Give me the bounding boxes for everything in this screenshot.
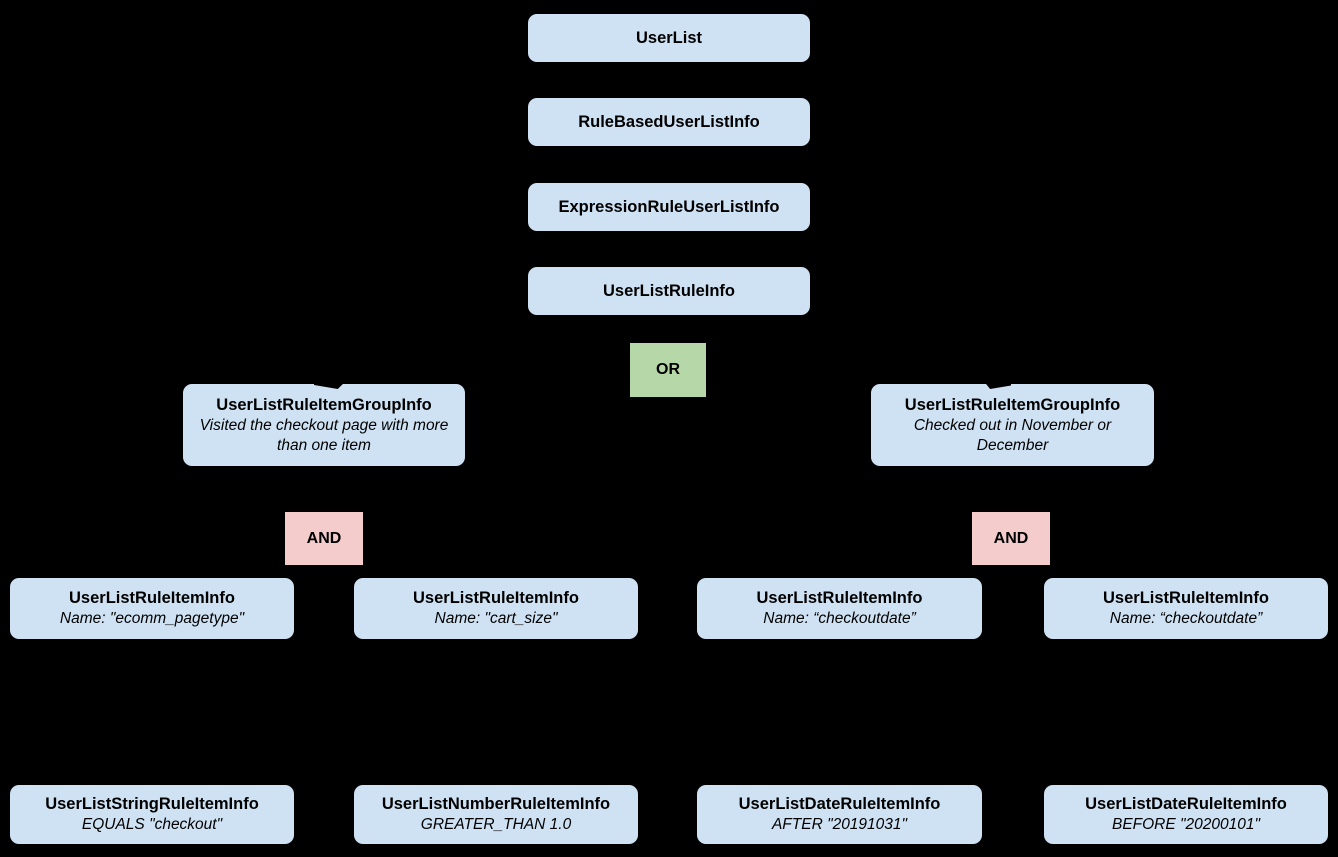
node-rule-item-group-left: UserListRuleItemGroupInfo Visited the ch… bbox=[183, 384, 465, 466]
node-title: UserListRuleItemInfo bbox=[413, 589, 579, 607]
node-rulebaseduserlistinfo: RuleBasedUserListInfo bbox=[528, 98, 810, 146]
node-title: UserListRuleItemGroupInfo bbox=[904, 395, 1121, 414]
node-description: Name: "cart_size" bbox=[434, 610, 558, 627]
and-operator-left: AND bbox=[285, 512, 363, 565]
node-expressionruleuserlistinfo: ExpressionRuleUserListInfo bbox=[528, 183, 810, 231]
node-title: UserListDateRuleItemInfo bbox=[1085, 795, 1287, 813]
node-title: UserListRuleInfo bbox=[602, 281, 736, 300]
node-title: UserListRuleItemInfo bbox=[756, 589, 923, 607]
node-title: UserListNumberRuleItemInfo bbox=[381, 795, 611, 813]
node-description: Name: "ecomm_pagetype" bbox=[59, 610, 245, 627]
node-title: RuleBasedUserListInfo bbox=[578, 112, 760, 131]
node-rule-item-checkoutdate-1: UserListRuleItemInfo Name: “checkoutdate… bbox=[697, 578, 982, 639]
and-operator-right: AND bbox=[972, 512, 1050, 565]
node-userlist: UserList bbox=[528, 14, 810, 62]
node-rule-item-cart-size: UserListRuleItemInfo Name: "cart_size" bbox=[354, 578, 638, 639]
and-operator-label: AND bbox=[306, 529, 342, 547]
node-description: GREATER_THAN 1.0 bbox=[420, 816, 572, 833]
node-date-rule-item-after: UserListDateRuleItemInfo AFTER "20191031… bbox=[697, 785, 982, 844]
node-title: UserListRuleItemGroupInfo bbox=[216, 395, 432, 414]
node-description: Name: “checkoutdate” bbox=[763, 610, 916, 627]
node-title: UserListStringRuleItemInfo bbox=[45, 795, 259, 813]
node-rule-item-group-right: UserListRuleItemGroupInfo Checked out in… bbox=[871, 384, 1154, 466]
node-description: EQUALS "checkout" bbox=[81, 816, 223, 833]
node-rule-item-ecomm-pagetype: UserListRuleItemInfo Name: "ecomm_pagety… bbox=[10, 578, 294, 639]
or-operator-label: OR bbox=[656, 361, 680, 378]
node-description: AFTER "20191031" bbox=[771, 816, 908, 833]
node-date-rule-item-before: UserListDateRuleItemInfo BEFORE "2020010… bbox=[1044, 785, 1328, 844]
node-number-rule-item: UserListNumberRuleItemInfo GREATER_THAN … bbox=[354, 785, 638, 844]
node-rule-item-checkoutdate-2: UserListRuleItemInfo Name: “checkoutdate… bbox=[1044, 578, 1328, 639]
node-title: UserList bbox=[635, 28, 703, 47]
node-title: UserListRuleItemInfo bbox=[69, 589, 235, 607]
and-operator-label: AND bbox=[993, 529, 1029, 547]
node-string-rule-item: UserListStringRuleItemInfo EQUALS "check… bbox=[10, 785, 294, 844]
node-title: UserListDateRuleItemInfo bbox=[738, 795, 941, 813]
or-operator: OR bbox=[630, 343, 706, 397]
node-description: Checked out in November or December bbox=[913, 416, 1112, 454]
arrowhead-icon bbox=[982, 379, 1011, 389]
node-title: UserListRuleItemInfo bbox=[1103, 589, 1269, 607]
node-title: ExpressionRuleUserListInfo bbox=[558, 197, 780, 216]
node-description: Name: “checkoutdate” bbox=[1109, 610, 1263, 627]
node-description: BEFORE "20200101" bbox=[1111, 816, 1260, 833]
arrowhead-icon bbox=[314, 380, 347, 389]
node-userlistruleinfo: UserListRuleInfo bbox=[528, 267, 810, 315]
node-description: Visited the checkout page with more than… bbox=[199, 416, 449, 454]
